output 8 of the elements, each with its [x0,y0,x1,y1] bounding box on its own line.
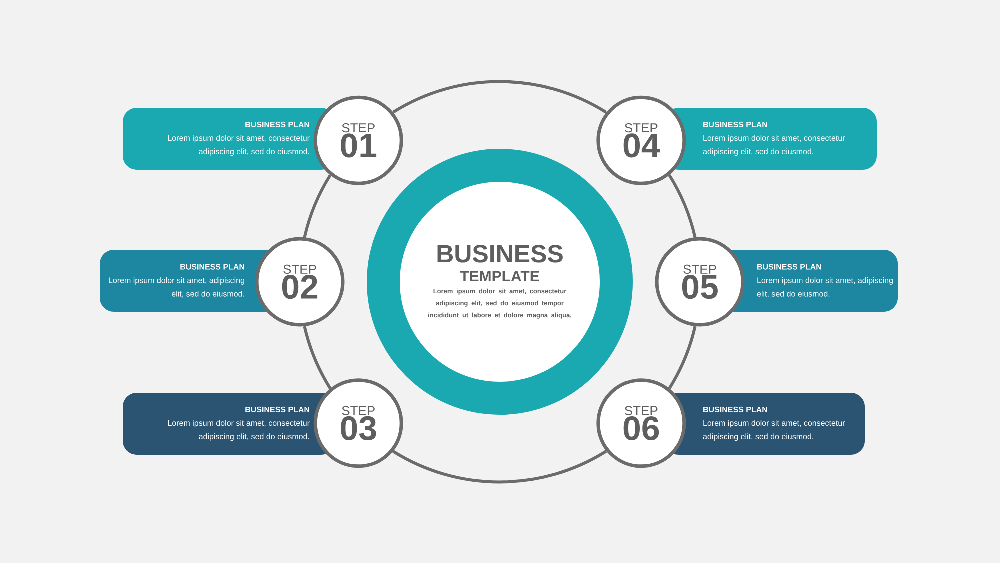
ring-arc [392,80,608,114]
ring-arc [392,450,608,484]
banner: BUSINESS PLAN Lorem ipsum dolor sit amet, consectetur adipiscing elit, sed do eiusmod. [665,108,877,170]
ring-arc [303,326,332,390]
ring-arc [668,174,697,239]
ring-arc [668,326,697,390]
ring-arc [303,174,332,239]
banner: BUSINESS PLAN Lorem ipsum dolor sit amet, consectetur adipiscing elit, sed do eiusmod. [123,108,335,170]
